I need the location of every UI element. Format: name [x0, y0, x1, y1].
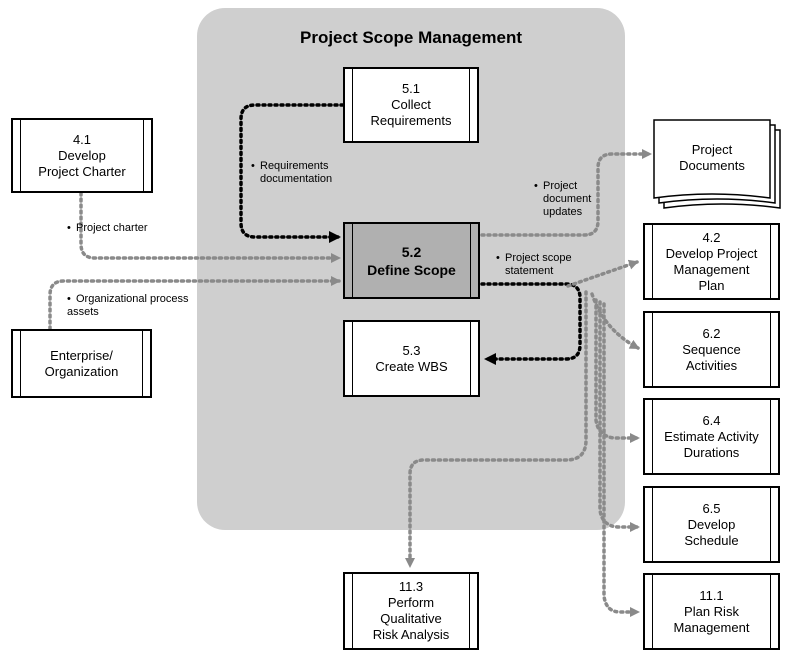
process-label: Durations: [683, 444, 740, 460]
process-label: Sequence: [682, 341, 741, 357]
process-label: Qualitative: [380, 611, 442, 626]
process-number: 5.3: [402, 342, 421, 358]
flow-requirements: [239, 103, 345, 243]
process-create-wbs[interactable]: 5.3 Create WBS: [343, 320, 480, 397]
label-organizational-process-assets: Organizational process assets: [67, 293, 189, 319]
process-plan-risk-management[interactable]: 11.1 Plan Risk Management: [643, 573, 780, 650]
label-line: document: [543, 193, 592, 205]
process-define-scope[interactable]: 5.2 Define Scope: [343, 222, 480, 299]
process-label: Develop: [58, 147, 106, 163]
flow-to-4-2: [566, 259, 639, 288]
process-label: Develop: [687, 516, 736, 532]
process-collect-requirements[interactable]: 5.1 Collect Requirements: [343, 67, 479, 143]
documents-label: Project: [691, 142, 733, 157]
process-label: Management: [673, 261, 750, 277]
process-number: 6.2: [702, 325, 721, 341]
process-label: Management: [673, 619, 750, 635]
flow-charter: [79, 191, 341, 263]
label-line: Organizational process: [76, 293, 189, 305]
process-number: 4.2: [702, 229, 721, 245]
process-label: Create WBS: [375, 358, 448, 374]
process-number: 11.3: [398, 579, 424, 594]
label-line: documentation: [260, 173, 333, 185]
project-documents[interactable]: Project Documents: [654, 142, 770, 174]
flow-opa: [48, 276, 341, 331]
project-documents-icon: [653, 119, 781, 209]
process-develop-schedule[interactable]: 6.5 Develop Schedule: [643, 486, 780, 563]
flow-scope-to-wbs: [480, 282, 582, 365]
enterprise-organization[interactable]: Enterprise/ Organization: [11, 329, 152, 398]
process-label: Define Scope: [367, 261, 456, 278]
bullet: •: [67, 293, 71, 305]
process-label: Estimate Activity: [664, 428, 759, 444]
process-number: 4.1: [72, 131, 92, 147]
label-line: Project: [543, 180, 578, 192]
region-title: Project Scope Management: [299, 28, 522, 47]
entity-label: Organization: [44, 363, 119, 379]
process-label: Project Charter: [38, 163, 126, 179]
flow-to-6-4: [594, 298, 640, 443]
documents-label: Documents: [679, 158, 745, 173]
process-number: 11.1: [699, 587, 724, 603]
process-label: Schedule: [684, 532, 739, 548]
label-line: Project scope: [505, 252, 572, 264]
process-label: Requirements: [370, 113, 452, 128]
process-develop-pm-plan[interactable]: 4.2 Develop Project Management Plan: [643, 223, 780, 300]
label-line: updates: [543, 206, 583, 218]
process-sequence-activities[interactable]: 6.2 Sequence Activities: [643, 311, 780, 388]
process-label: Plan: [698, 277, 725, 293]
bullet: •: [534, 180, 538, 192]
entity-label: Enterprise/: [50, 347, 113, 363]
bullet: •: [67, 222, 71, 234]
label-project-scope-statement: Project scope statement: [505, 252, 572, 278]
label-line: assets: [67, 306, 99, 318]
process-label: Develop Project: [665, 245, 758, 261]
label-project-charter: Project charter: [76, 222, 148, 234]
label-line: Requirements: [260, 160, 329, 172]
bullet: •: [251, 160, 255, 172]
process-number: 5.2: [401, 243, 422, 260]
label-document-updates: Project document updates: [543, 180, 591, 219]
process-label: Risk Analysis: [372, 627, 450, 642]
flow-to-11-3: [405, 290, 588, 568]
flow-doc-updates: [480, 149, 652, 237]
process-qualitative-risk-analysis[interactable]: 11.3 Perform Qualitative Risk Analysis: [343, 572, 479, 650]
process-label: Plan Risk: [684, 603, 739, 619]
process-number: 5.1: [401, 81, 421, 96]
label-requirements-documentation: Requirements documentation: [260, 160, 332, 186]
flow-to-11-1: [602, 302, 640, 617]
process-number: 6.4: [702, 412, 721, 428]
process-develop-project-charter[interactable]: 4.1 Develop Project Charter: [11, 118, 153, 193]
process-number: 6.5: [702, 500, 721, 516]
bullet: •: [496, 252, 500, 264]
process-label: Collect: [391, 97, 431, 112]
label-line: statement: [505, 265, 554, 277]
process-label: Perform: [387, 595, 435, 610]
process-estimate-durations[interactable]: 6.4 Estimate Activity Durations: [643, 398, 780, 475]
process-label: Activities: [685, 357, 738, 373]
